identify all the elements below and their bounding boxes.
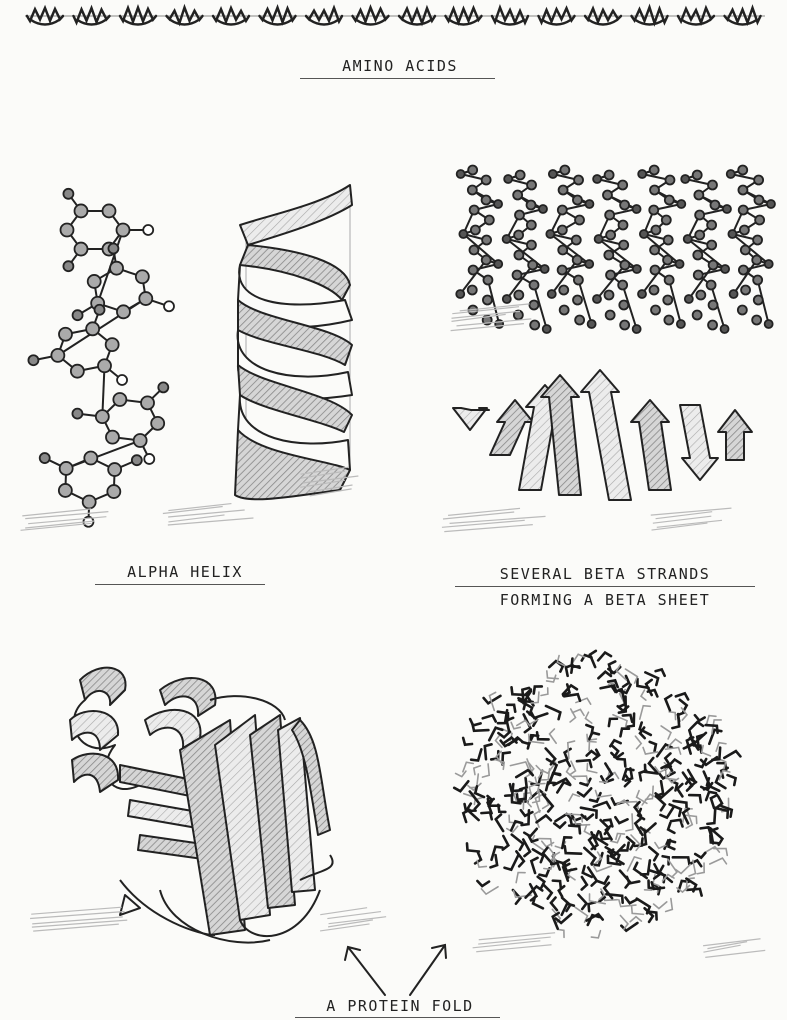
beta-sheet-label-line2: FORMING A BETA SHEET: [455, 591, 755, 609]
pointer-arrows: [345, 945, 446, 995]
protein-fold-label: A PROTEIN FOLD: [295, 997, 505, 1015]
alpha-helix-ribbon: [235, 185, 352, 499]
protein-fold-underline: [295, 1017, 500, 1018]
alpha-helix-ball-and-stick: [28, 189, 174, 527]
beta-sheet-arrows: [453, 370, 752, 500]
amino-acids-label: AMINO ACIDS: [300, 57, 500, 75]
amino-acids-underline: [300, 78, 495, 79]
beta-sheet-label-line1: SEVERAL BETA STRANDS: [460, 565, 750, 583]
beta-sheet-underline: [455, 586, 755, 587]
amino-acid-chain: [25, 7, 765, 24]
protein-fold-wireframe: [454, 651, 740, 938]
protein-fold-ribbon: [70, 668, 333, 943]
alpha-helix-label: ALPHA HELIX: [95, 563, 275, 581]
alpha-helix-underline: [95, 584, 265, 585]
